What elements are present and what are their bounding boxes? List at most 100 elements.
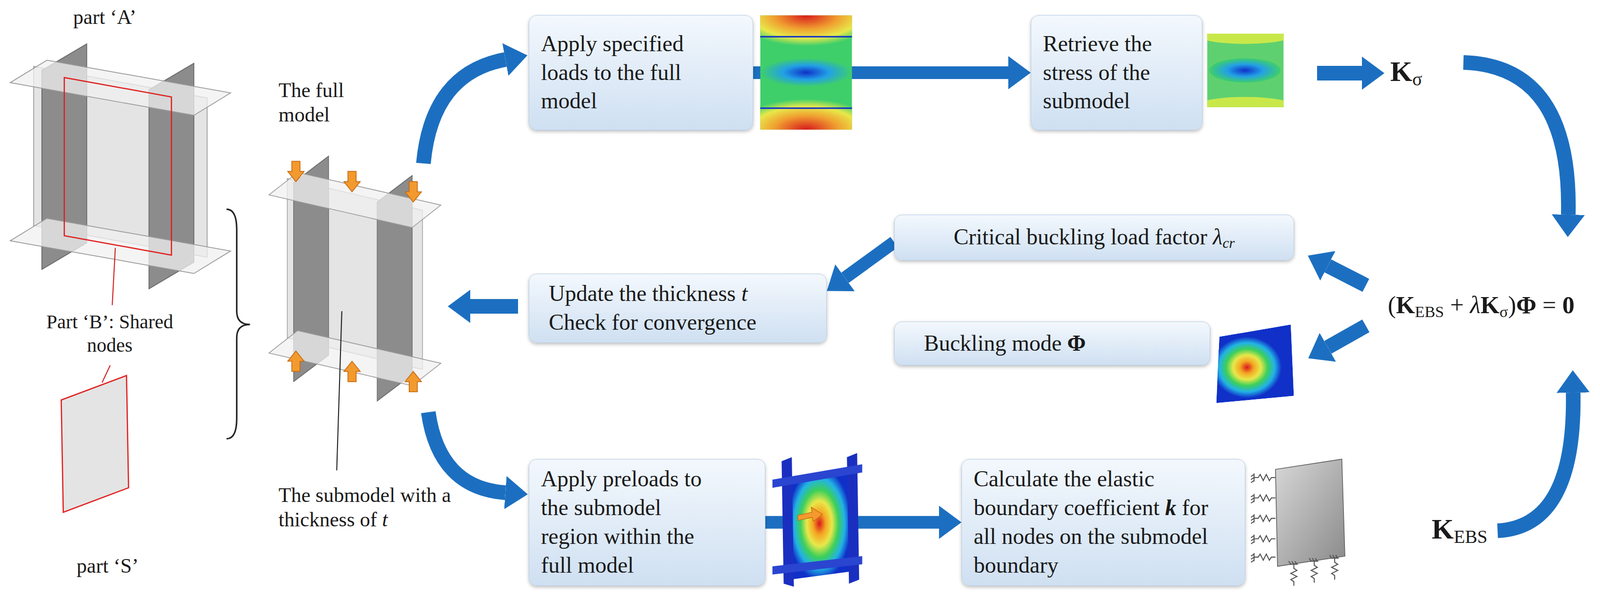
text-run: Calculate the elastic boundary coefficie… (973, 466, 1166, 520)
part-s-plate (61, 375, 129, 513)
bracket (226, 209, 250, 440)
text-run: The submodel with a thickness of (278, 483, 451, 531)
leader-line-part (101, 365, 111, 383)
text-run: Update the thickness (548, 280, 742, 306)
flow-arrow (470, 299, 519, 314)
submodel-stress-part (1209, 58, 1281, 83)
elastic-boundary-part (1251, 514, 1276, 524)
part-a-frame-part (64, 77, 172, 256)
text-run: σ (1499, 302, 1509, 321)
text-run: Apply specified loads to the full model (540, 31, 684, 114)
text-run: K (1480, 291, 1500, 319)
part-label: part ‘A’ (73, 4, 137, 30)
part-s-plate-part (61, 375, 129, 513)
box-text: Buckling mode Φ (923, 329, 1196, 359)
full-model (268, 156, 441, 401)
flow-arrow (844, 241, 895, 278)
flow-arrow (428, 412, 506, 493)
process-box: Apply preloads to the submodel region wi… (528, 459, 766, 586)
stress-contour-part (760, 99, 852, 130)
text-run: λ (1212, 224, 1223, 250)
text-run: Retrieve the stress of the submodel (1042, 31, 1153, 114)
submodel-stress-part (1207, 33, 1284, 44)
process-box: Apply specified loads to the full model (528, 15, 754, 131)
text-run: Φ (1067, 330, 1086, 356)
elastic-boundary-part (1329, 555, 1340, 580)
full-model-part (268, 156, 441, 401)
box-text: Calculate the elastic boundary coefficie… (973, 464, 1232, 580)
illustration (10, 0, 1345, 587)
process-box: Retrieve the stress of the submodel (1030, 15, 1203, 131)
text-run: ) (1507, 291, 1517, 319)
box-text: Update the thickness t (548, 279, 812, 309)
elastic-boundary-part (1251, 553, 1276, 563)
part-label: The full model (278, 78, 384, 128)
text-run: σ (1412, 68, 1422, 90)
part-a-frame (10, 43, 231, 289)
preload-model-part (772, 464, 862, 488)
part-a-frame-part (10, 43, 231, 289)
text-run: k (1165, 495, 1177, 520)
box-text: Critical buckling load factor λcr (909, 222, 1280, 253)
box-text: Apply specified loads to the full model (540, 29, 734, 117)
text-run: Check for convergence (548, 309, 757, 335)
text-run: Φ (1516, 291, 1537, 319)
part-label: The submodel with a thickness of t (278, 482, 484, 533)
submodel-stress-part (1207, 33, 1284, 108)
leader-line (336, 311, 342, 471)
load-arrow-part (287, 161, 304, 182)
text-run: Critical buckling load factor (953, 224, 1213, 250)
elastic-boundary-part (1251, 493, 1276, 503)
elastic-boundary (1251, 459, 1345, 586)
text-run: part ‘A’ (73, 5, 137, 29)
process-box: Buckling mode Φ (894, 321, 1211, 366)
elastic-boundary-part (1251, 473, 1276, 483)
elastic-boundary-part (1309, 558, 1319, 583)
text-run: EBS (1415, 302, 1445, 321)
flow-arrow (1497, 392, 1574, 531)
text-run: Buckling mode (923, 330, 1068, 356)
flow-arrow (1463, 62, 1569, 215)
flow-arrow (1327, 325, 1366, 348)
text-run: Apply preloads to the submodel region wi… (540, 466, 702, 578)
part-label: (KEBS + λKσ)Φ = 0 (1387, 290, 1575, 322)
text-run: + (1443, 291, 1470, 319)
load-arrow-part (404, 371, 421, 392)
text-run: λ (1469, 291, 1481, 319)
load-arrow (287, 161, 422, 393)
load-arrow-part (404, 181, 421, 202)
text-run: ( (1387, 291, 1397, 319)
buckling-mode-part (1212, 336, 1282, 399)
stress-contour-part (760, 107, 852, 109)
text-run: cr (1222, 234, 1235, 251)
flow-arrow (1327, 265, 1366, 286)
box-text: Retrieve the stress of the submodel (1042, 29, 1188, 117)
stress-contour (760, 15, 852, 130)
text-run: Part ‘B’: Shared nodes (46, 310, 174, 357)
part-label: part ‘S’ (76, 553, 139, 579)
text-run: EBS (1453, 526, 1488, 547)
load-arrow-part (343, 171, 360, 192)
part-label: Kσ (1390, 54, 1422, 91)
preload-model-part (772, 556, 862, 575)
text-run: K (1396, 291, 1416, 319)
part-label: Part ‘B’: Shared nodes (29, 310, 191, 358)
text-run: The full model (278, 79, 344, 126)
text-run: K (1431, 513, 1454, 545)
text-run: = (1536, 291, 1563, 319)
buckling-mode (1212, 324, 1294, 403)
process-box: Critical buckling load factor λcr (894, 214, 1295, 261)
stress-contour-part (760, 58, 852, 87)
text-run: t (741, 280, 748, 306)
part-label: KEBS (1431, 512, 1488, 549)
stress-contour-part (760, 15, 852, 46)
text-run: part ‘S’ (76, 554, 139, 578)
elastic-boundary-part (1275, 459, 1345, 567)
submodel-stress (1207, 33, 1284, 108)
box-text: Apply preloads to the submodel region wi… (540, 464, 721, 580)
text-run: t (381, 508, 388, 531)
preload-model (772, 453, 862, 587)
elastic-boundary-part (1288, 560, 1299, 586)
stress-contour-part (760, 36, 852, 38)
